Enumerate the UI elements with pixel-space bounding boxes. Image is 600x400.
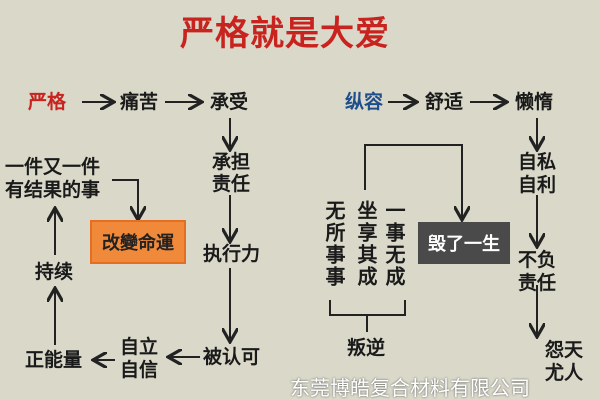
node: 承担 [212,151,251,173]
node: 痛苦 [120,91,159,113]
node-column: 一事无成 [382,200,406,288]
node: 自利 [518,174,557,196]
node: 舒适 [425,91,464,113]
brace [329,300,406,332]
page-title: 严格就是大爱 [180,14,390,54]
result-ruin-life: 毁了一生 [418,222,510,264]
node: 承受 [210,91,249,113]
node: 尤人 [545,362,584,384]
node: 懒惰 [515,91,554,113]
node-column: 坐享其成 [354,200,378,288]
node: 不负 [518,249,557,271]
node: 一件又一件 [5,156,101,178]
node: 有结果的事 [5,179,101,201]
node: 怨天 [545,339,584,361]
watermark: 东莞博皓复合材料有限公司 [290,376,530,400]
node-column: 无所事事 [322,200,346,288]
node: 责任 [518,272,557,294]
node: 自信 [120,359,159,381]
node: 责任 [212,173,251,195]
node: 叛逆 [347,337,386,359]
node: 自私 [518,151,557,173]
node: 自立 [120,336,159,358]
node-indulge: 纵容 [345,91,384,113]
node: 持续 [35,261,74,283]
node: 被认可 [203,346,261,368]
result-change-fate: 改變命運 [90,220,186,264]
arrow [112,179,138,218]
node: 正能量 [25,349,83,371]
arrow [364,144,462,218]
node-strict: 严格 [28,91,67,113]
node: 执行力 [203,243,261,265]
